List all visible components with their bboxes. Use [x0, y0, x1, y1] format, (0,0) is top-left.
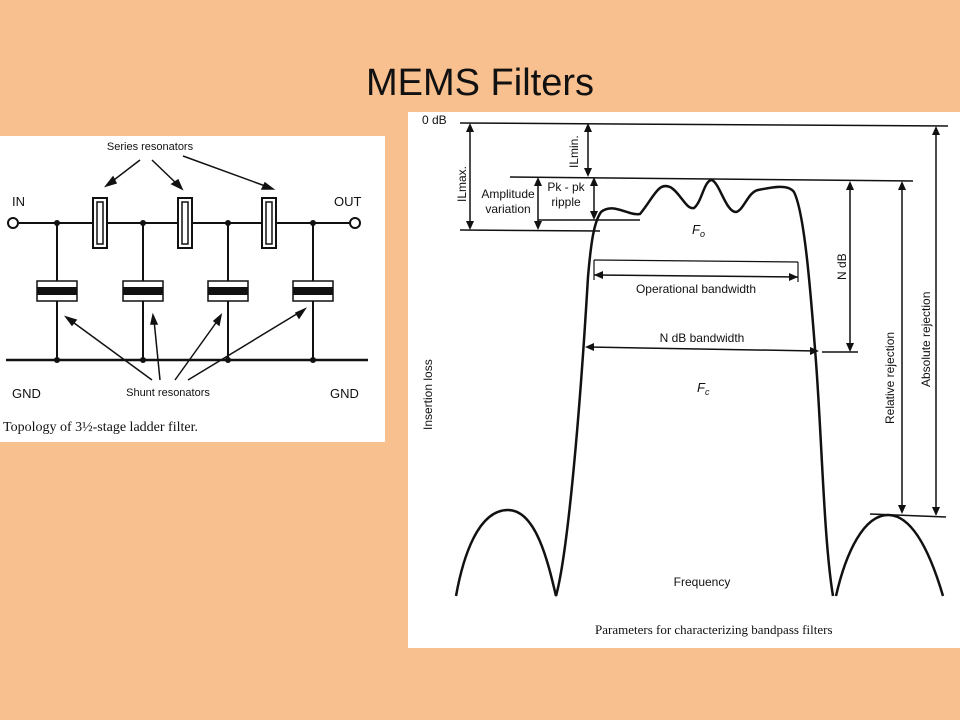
series-resonators-label: Series resonators [107, 141, 194, 153]
absolute-rejection-arrow [932, 126, 940, 516]
fo-label: Fo [692, 222, 705, 239]
fo-label-text: F [692, 222, 701, 237]
bandpass-caption: Parameters for characterizing bandpass f… [595, 622, 833, 637]
insertion-loss-label: Insertion loss [421, 359, 435, 430]
operational-bandwidth-arrow [593, 259, 799, 282]
relative-rejection-arrow [898, 181, 906, 514]
n-db-label: N dB [835, 253, 849, 280]
ilmax-arrow [466, 123, 474, 230]
bandpass-parameters-diagram: 0 dB ILmax. ILmin. Amplitude variation P… [421, 113, 949, 637]
shunt-resonator [122, 220, 164, 363]
zero-db-line [459, 122, 949, 127]
relative-rejection-label: Relative rejection [883, 332, 897, 424]
series-resonator [92, 197, 108, 249]
frequency-label: Frequency [674, 575, 731, 589]
fo-label-subscript: o [700, 229, 705, 239]
fc-label: Fc [697, 380, 710, 397]
shunt-resonator [292, 220, 334, 363]
shunt-resonators-label: Shunt resonators [126, 387, 210, 399]
series-resonator [261, 197, 277, 249]
pk-pk-ripple-arrow [590, 177, 598, 220]
shunt-resonator [36, 220, 78, 363]
series-arrows [103, 155, 276, 191]
n-db-bandwidth-label: N dB bandwidth [660, 331, 745, 345]
series-resonator [177, 197, 193, 249]
shunt-resonator [207, 220, 249, 363]
fc-label-text: F [697, 380, 706, 395]
in-label: IN [12, 194, 25, 209]
operational-bandwidth-label: Operational bandwidth [636, 282, 756, 296]
n-db-arrow [846, 181, 854, 352]
absolute-rejection-label: Absolute rejection [919, 292, 933, 387]
zero-db-label: 0 dB [422, 113, 447, 127]
gnd-left-label: GND [12, 386, 41, 401]
pk-pk-ripple-label-line1: Pk - pk [547, 180, 585, 194]
il-max-label: ILmax. [455, 166, 469, 202]
out-label: OUT [334, 194, 362, 209]
n-db-bandwidth-arrow [585, 343, 819, 355]
slide-title: MEMS Filters [366, 62, 594, 104]
ilmin-arrow [584, 123, 592, 177]
amplitude-variation-label-line1: Amplitude [481, 187, 535, 201]
amplitude-variation-label-line2: variation [485, 202, 530, 216]
out-terminal [349, 217, 361, 229]
pk-pk-ripple-label-line2: ripple [551, 195, 581, 209]
il-min-label: ILmin. [567, 135, 581, 168]
ladder-filter-figure: Series resonators IN OUT GND GND Shunt r… [0, 136, 385, 442]
gnd-right-label: GND [330, 386, 359, 401]
shunt-arrows [64, 307, 308, 381]
amplitude-variation-arrow [534, 177, 542, 230]
ladder-filter-diagram: Series resonators IN OUT GND GND Shunt r… [3, 141, 368, 435]
bandpass-parameters-figure: 0 dB ILmax. ILmin. Amplitude variation P… [408, 112, 960, 648]
ladder-caption: Topology of 3½-stage ladder filter. [3, 420, 198, 435]
in-terminal [7, 217, 19, 229]
fc-label-subscript: c [705, 387, 710, 397]
stopband-lobe-right [834, 513, 945, 597]
response-curve [454, 178, 835, 597]
ilmax-line [459, 229, 601, 232]
